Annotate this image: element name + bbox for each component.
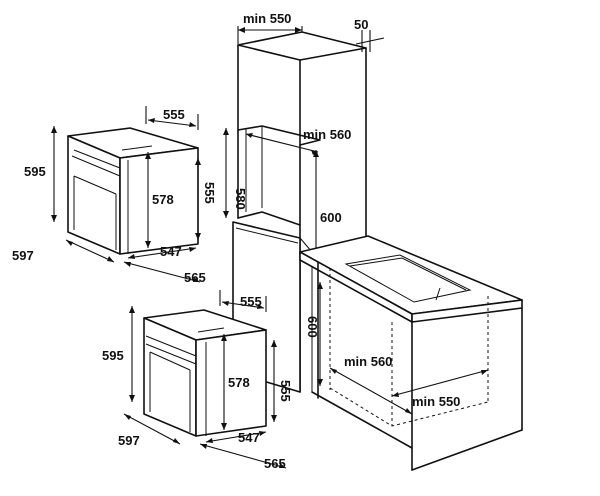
oven-1 (67, 127, 199, 255)
label-oven-2-inner-width: 547 (238, 430, 260, 445)
label-oven-1-inner-width: 547 (160, 244, 182, 259)
cabinet-gap-dimension: 50 (354, 17, 385, 52)
label-counter-height: 600 (305, 316, 320, 338)
counter-height-dimension: 600 (305, 282, 323, 386)
label-oven-2-front-width: 597 (118, 433, 140, 448)
label-cabinet-depth: min 560 (303, 127, 351, 142)
label-counter-depth: min 560 (344, 354, 392, 369)
oven-2-dimensions: 555 595 578 555 597 547 565 (102, 290, 293, 471)
label-oven-2-width-top: 555 (240, 294, 262, 309)
label-oven-1-depth: 565 (184, 270, 206, 285)
label-oven-1-height: 595 (24, 164, 46, 179)
base-unit (299, 235, 523, 471)
label-oven-1-front-width: 597 (12, 248, 34, 263)
label-oven-1-side-height: 555 (202, 182, 217, 204)
label-oven-1-width-top: 555 (163, 107, 185, 122)
counter-width-dimension: min 550 (391, 369, 489, 409)
label-cabinet-niche-height: 580 (233, 188, 248, 210)
cabinet-lower-height-dimension: 600 (313, 150, 342, 258)
oven-2 (143, 309, 267, 437)
label-oven-2-height: 595 (102, 348, 124, 363)
label-oven-2-side-height: 555 (278, 380, 293, 402)
cabinet-depth-dimension: min 560 (245, 127, 351, 155)
label-cabinet-gap: 50 (354, 17, 368, 32)
label-oven-2-inner-height: 578 (228, 375, 250, 390)
counter-depth-dimension: min 560 (329, 354, 413, 415)
label-oven-2-depth: 565 (264, 456, 286, 471)
cabinet-width-dimension: min 550 (237, 11, 303, 44)
label-cabinet-width: min 550 (243, 11, 291, 26)
oven-1-dimensions: 555 595 578 555 597 547 565 (12, 106, 217, 285)
label-counter-width: min 550 (412, 394, 460, 409)
label-cabinet-lower-height: 600 (320, 210, 342, 225)
cabinet-niche-height-dimension: 580 (223, 128, 248, 218)
label-oven-1-inner-height: 578 (152, 192, 174, 207)
